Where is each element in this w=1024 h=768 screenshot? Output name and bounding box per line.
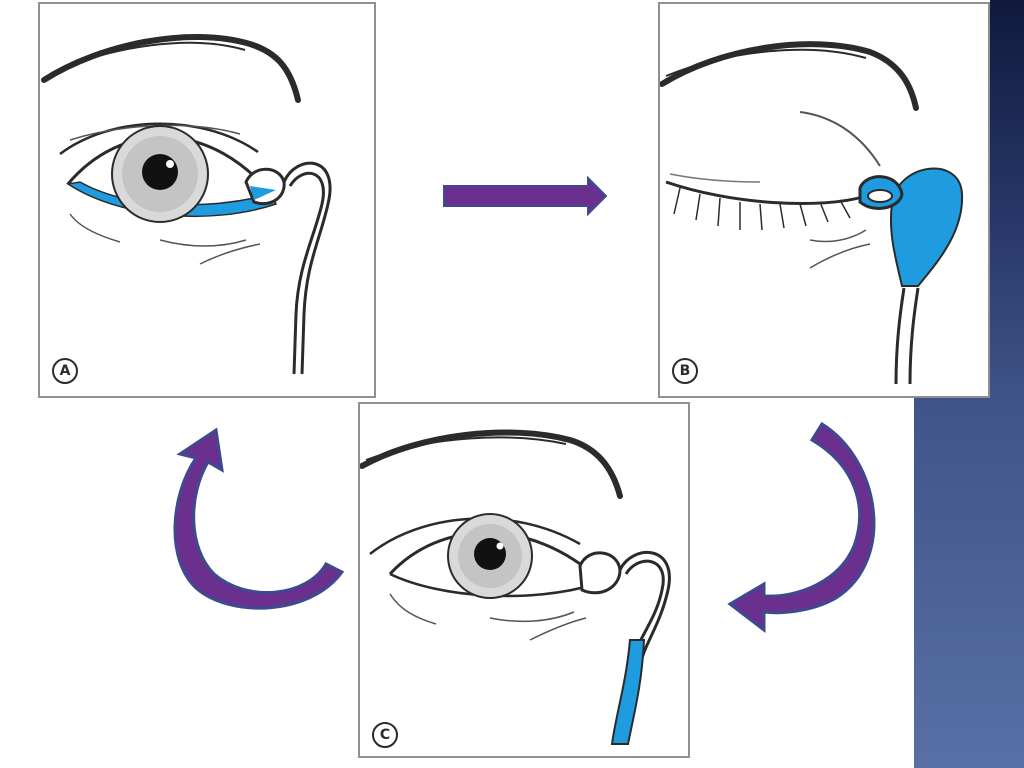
decorative-side-band-lower	[914, 398, 1024, 768]
panel-a: A	[38, 2, 376, 398]
panel-c: C	[358, 402, 690, 758]
panel-label-c: C	[372, 722, 398, 748]
illustration-eye-open-c	[360, 429, 671, 745]
decorative-side-band	[990, 0, 1024, 400]
panel-label-b: B	[672, 358, 698, 384]
illustration-eye-open-a	[41, 33, 332, 375]
arrow-c-to-a	[173, 427, 345, 610]
panel-label-a: A	[52, 358, 78, 384]
panel-b: B	[658, 2, 990, 398]
arrow-b-to-c	[727, 421, 876, 634]
illustration-eye-closed-b	[660, 41, 964, 385]
arrow-a-to-b	[443, 175, 608, 217]
